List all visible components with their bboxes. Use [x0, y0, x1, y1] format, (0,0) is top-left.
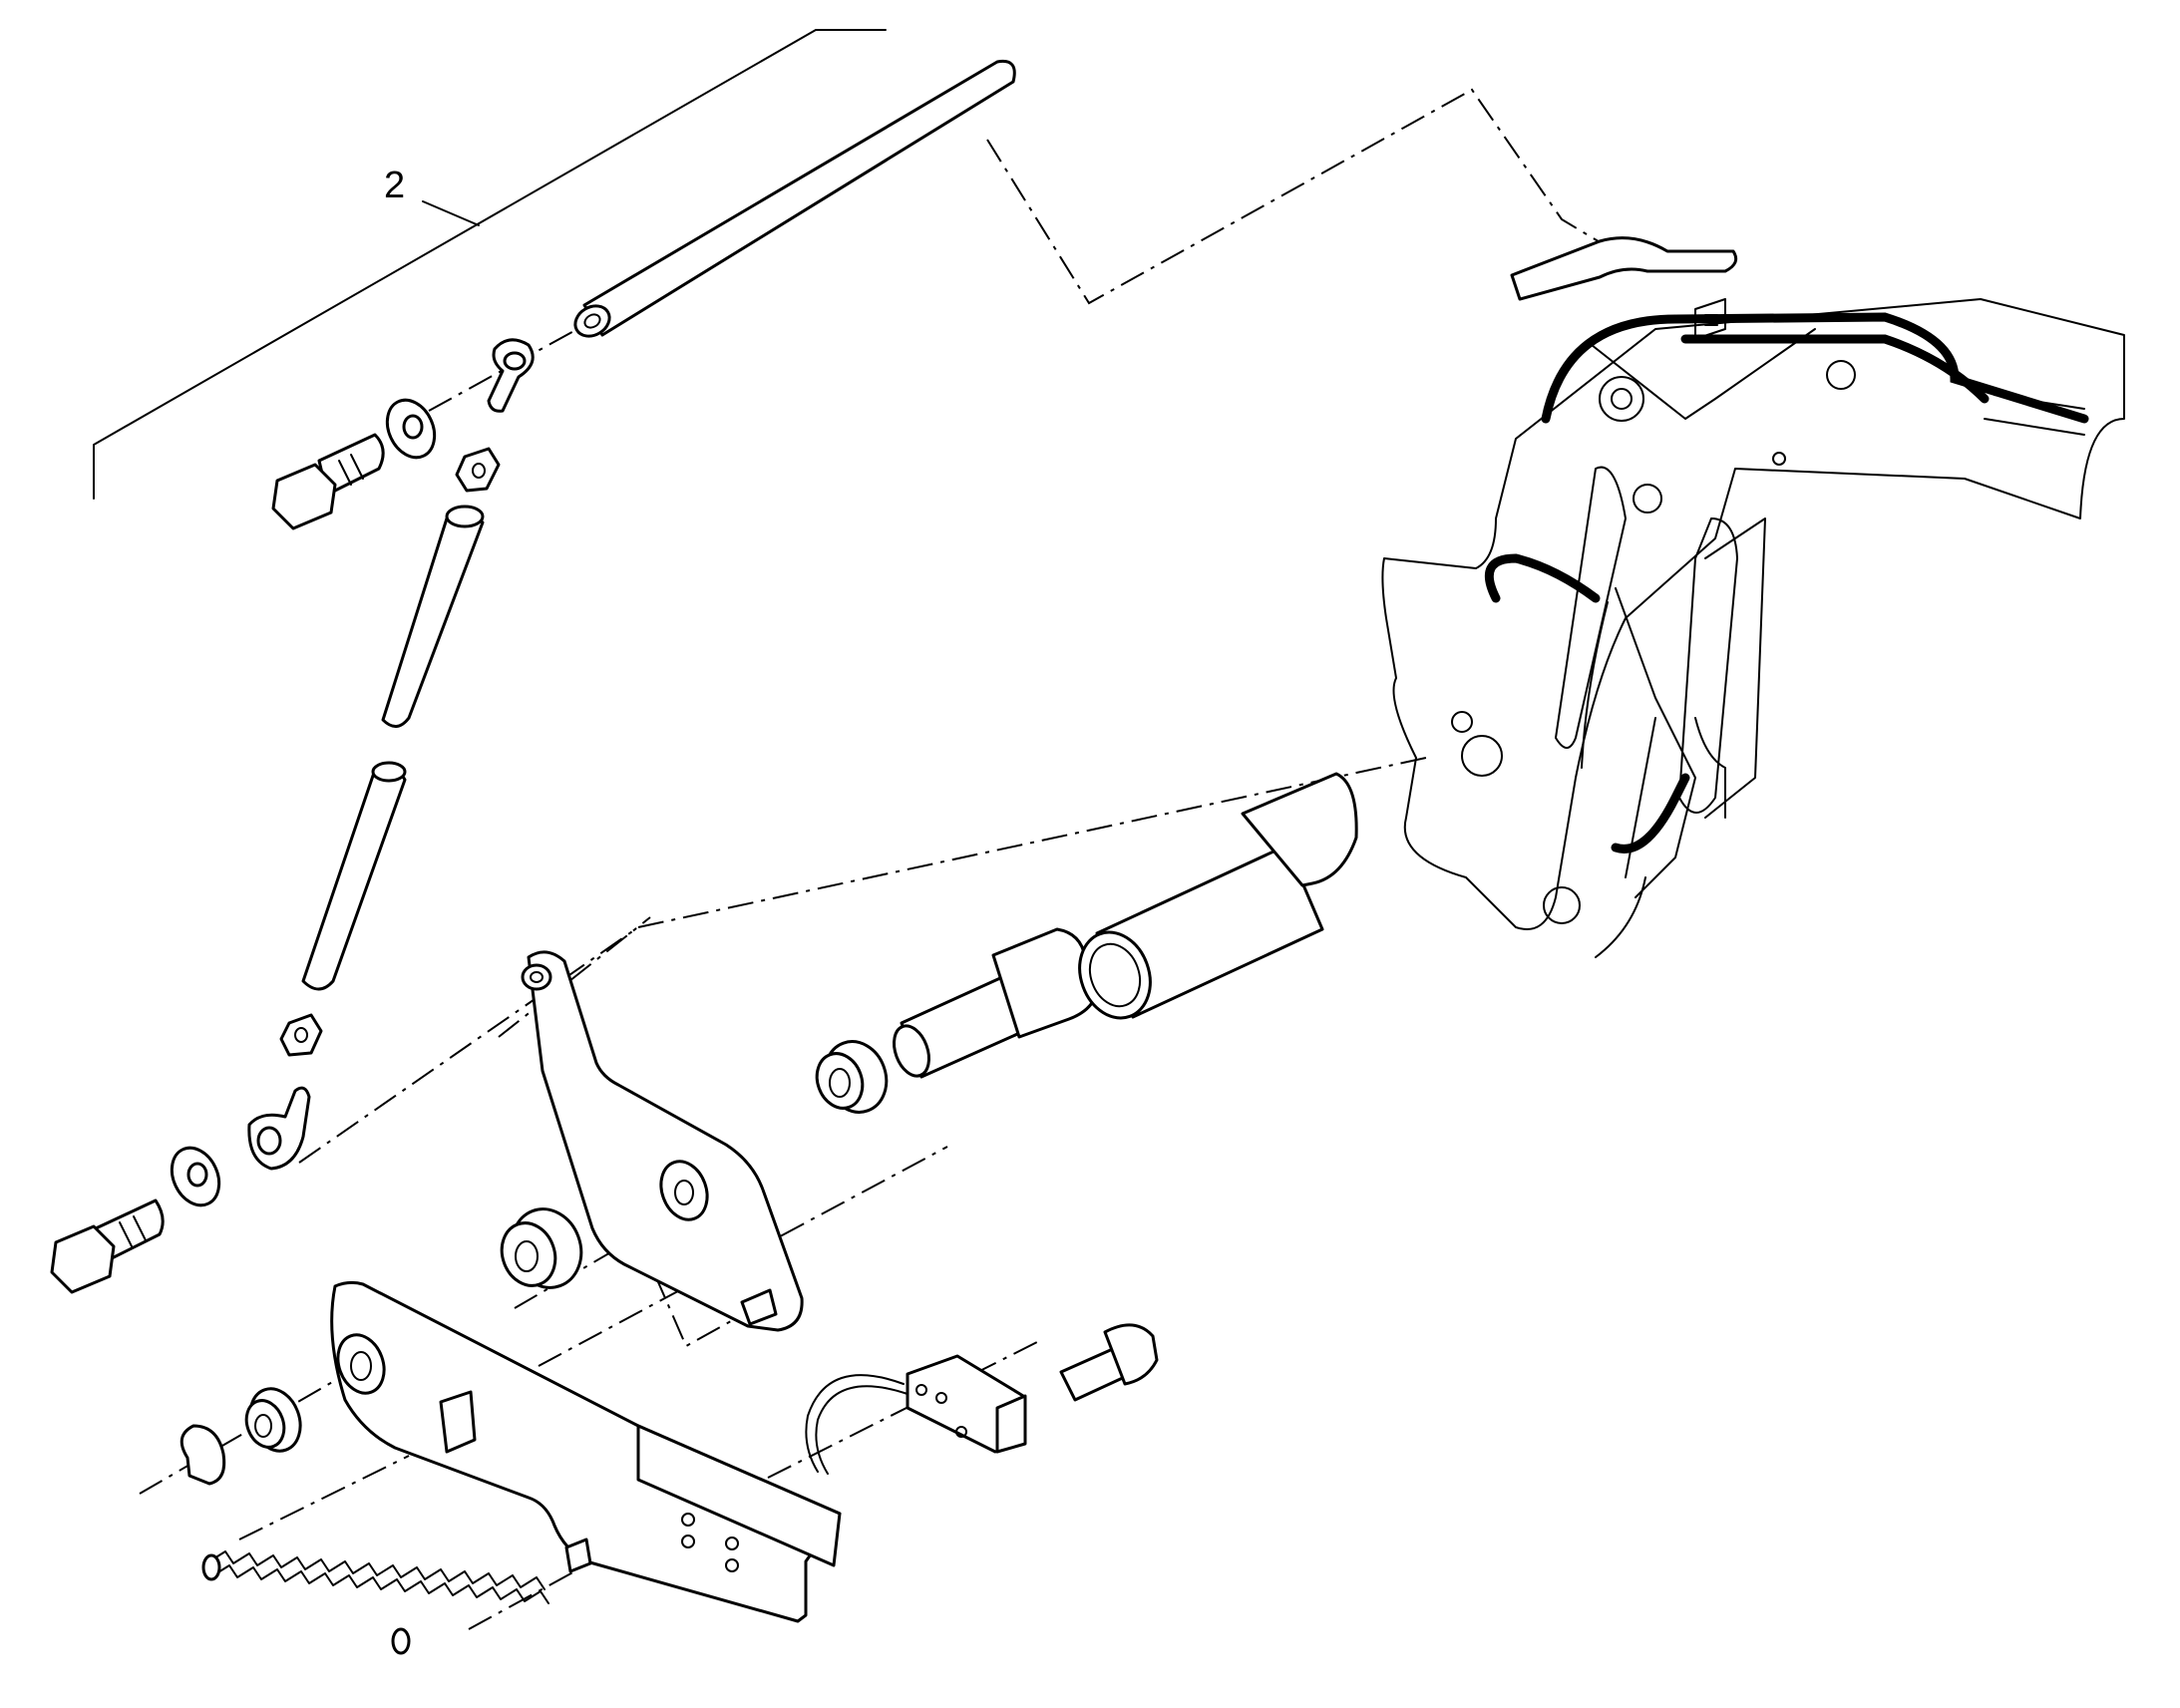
- sensor-switch: [805, 1354, 1027, 1475]
- retaining-ring: [180, 1424, 226, 1486]
- sensor-screw: [1059, 1323, 1159, 1402]
- lower-rod: [301, 761, 407, 991]
- bushing-upper: [815, 1040, 889, 1114]
- pivot-pin: [893, 927, 1099, 1079]
- spring: [201, 1550, 549, 1655]
- mounting-bracket: [330, 1280, 842, 1623]
- callout-2-label: 2: [384, 165, 405, 206]
- boom-assembly: [1381, 298, 2125, 958]
- upper-nut: [455, 447, 501, 493]
- lower-washer: [170, 1146, 221, 1207]
- lower-rod-end: [247, 1086, 311, 1171]
- sleeve-long: [1241, 772, 1358, 887]
- lower-bolt: [50, 1198, 165, 1294]
- upper-washer: [385, 398, 437, 460]
- sleeve-short: [1078, 844, 1324, 1020]
- wear-pad: [1510, 236, 1738, 301]
- lower-nut: [279, 1013, 323, 1057]
- upper-rod-end: [487, 338, 535, 413]
- upper-rod: [381, 505, 485, 728]
- long-tube: [573, 59, 1016, 338]
- bushing-lower: [500, 1207, 583, 1289]
- upper-bolt: [271, 433, 385, 530]
- callout-2-bracket: 2: [93, 29, 887, 500]
- lever-plate: [521, 950, 804, 1332]
- bracket-washer: [244, 1387, 302, 1453]
